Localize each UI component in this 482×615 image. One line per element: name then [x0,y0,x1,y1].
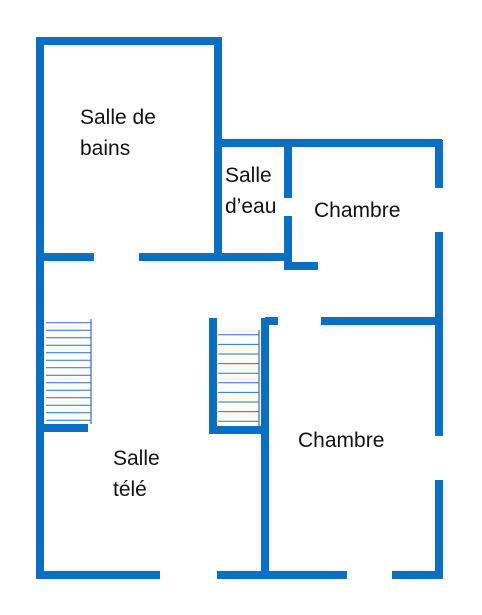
room-label-line: Salle de [80,106,156,129]
room-label-line: Chambre [298,429,385,452]
room-label-salle-de-bains: Salle de bains [80,102,156,164]
room-label-line: Salle [113,447,160,470]
stairs [46,319,260,426]
room-label-salle-deau: Salle d’eau [225,160,276,222]
walls [36,37,443,579]
room-label-line: télé [113,478,147,501]
room-label-line: Salle [225,164,272,187]
left-staircase [46,319,92,424]
room-label-chambre-bottom: Chambre [298,425,384,456]
room-label-chambre-top: Chambre [314,195,400,226]
center-staircase [218,330,260,426]
room-label-line: Chambre [314,199,401,222]
room-label-line: d’eau [225,195,277,218]
room-label-line: bains [80,137,131,160]
room-label-salle-tele: Salle télé [113,443,160,505]
